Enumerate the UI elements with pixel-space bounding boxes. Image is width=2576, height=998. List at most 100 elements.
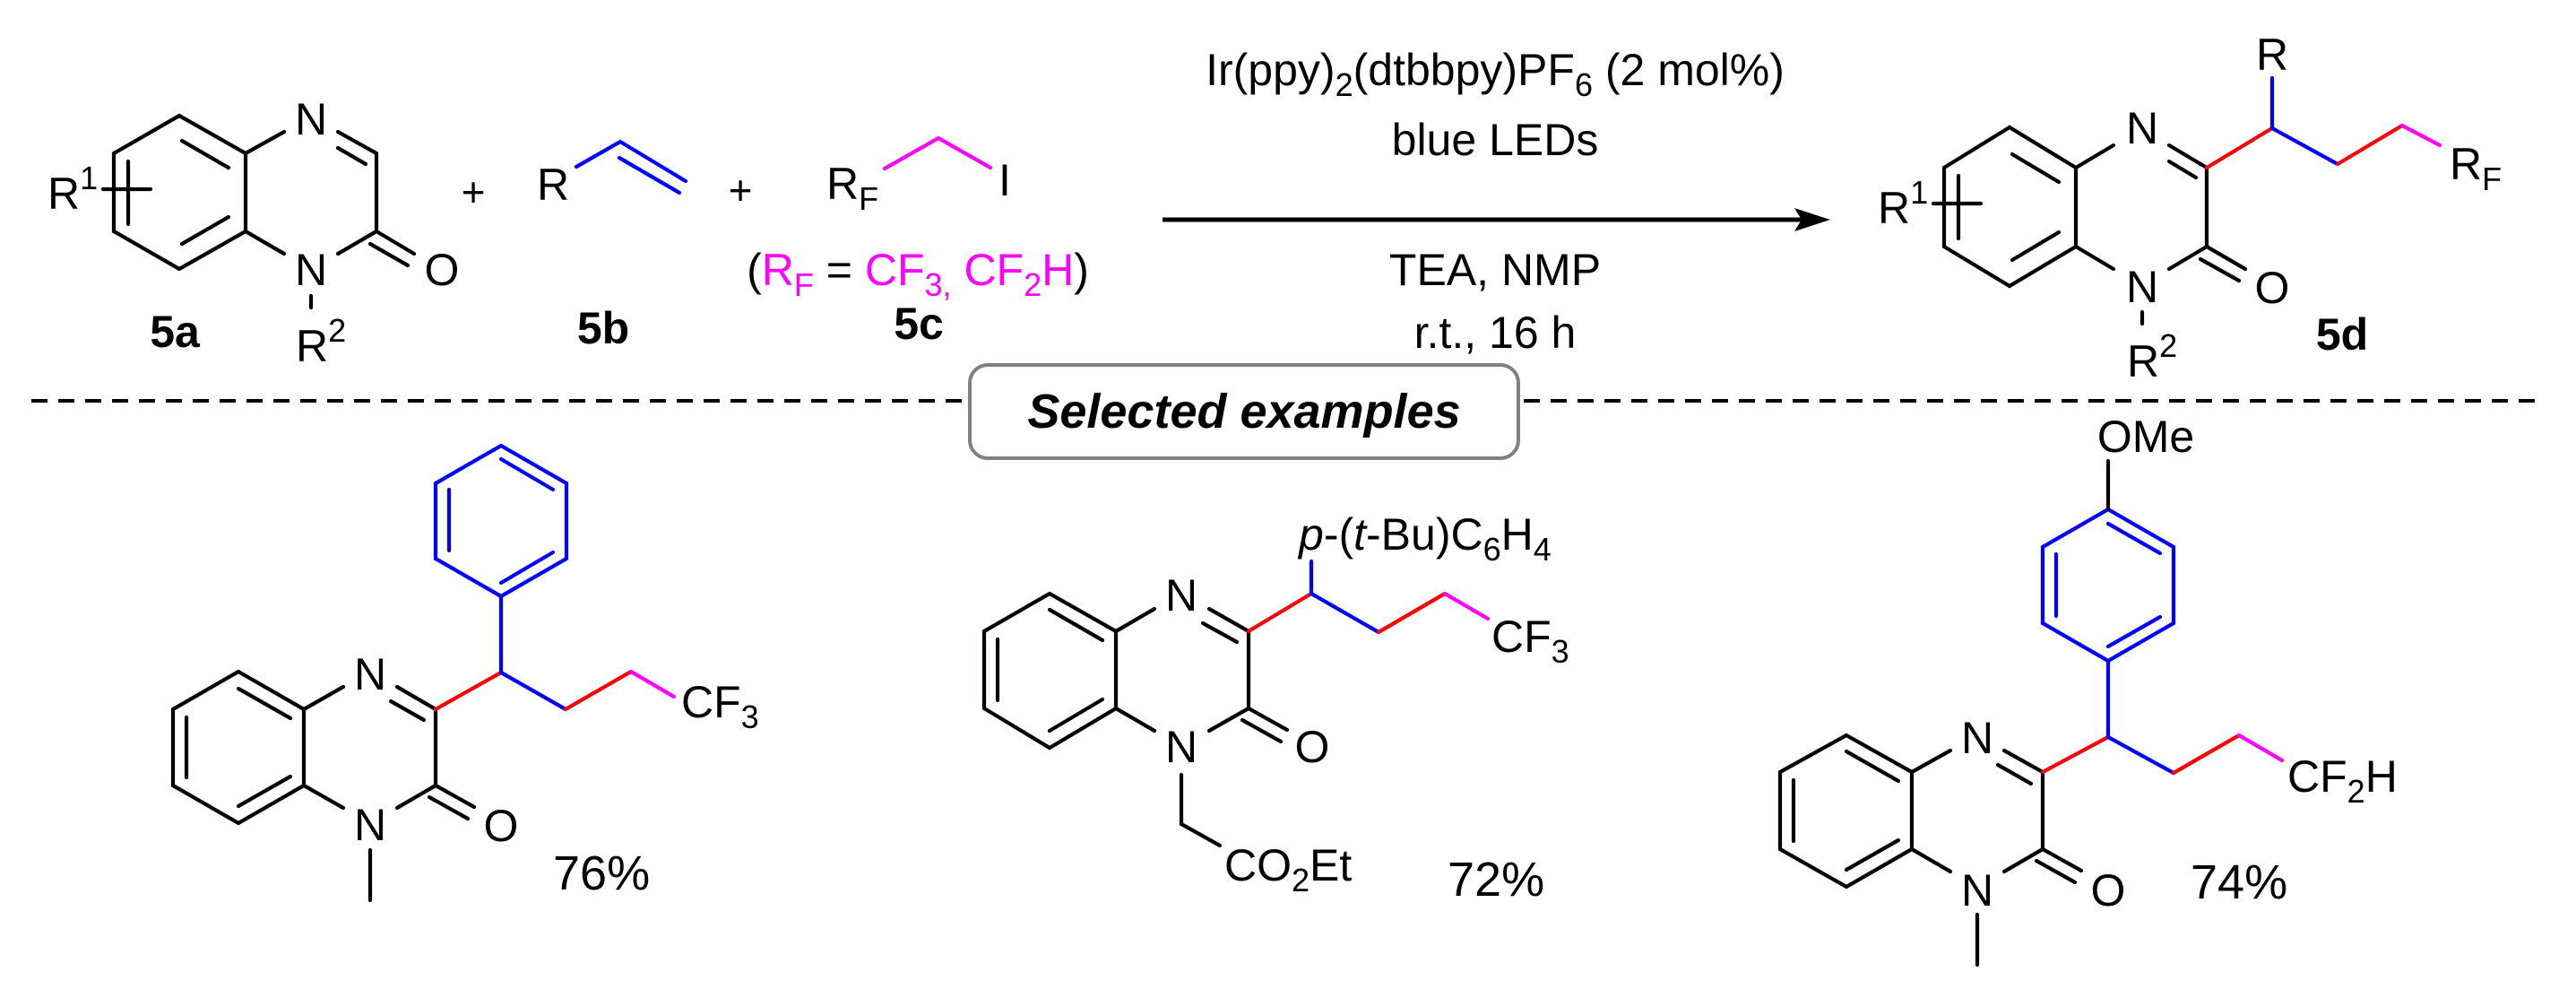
fluoroalkyl-bond bbox=[628, 669, 677, 699]
bond bbox=[1113, 706, 1157, 733]
double-bond-inner bbox=[2105, 521, 2163, 556]
example-1: N N O CF3 76% bbox=[170, 443, 759, 903]
fluoroalkyl-bond bbox=[1442, 591, 1491, 621]
example-3: N N O OMe CF2H 74% bbox=[1777, 412, 2398, 968]
double-bond-inner bbox=[498, 550, 556, 586]
double-bond-inner bbox=[2166, 159, 2199, 180]
atom-o: O bbox=[425, 245, 460, 295]
yield-74: 74% bbox=[2191, 855, 2287, 909]
new-c-c-bond bbox=[2335, 123, 2405, 167]
carbonyl-bond bbox=[374, 229, 417, 256]
bond bbox=[243, 229, 287, 256]
double-bond-inner bbox=[1200, 620, 1240, 645]
reaction-arrow-group: Ir(ppy)2(dtbbpy)PF6 (2 mol%) blue LEDs T… bbox=[1163, 45, 1830, 358]
bond bbox=[2073, 143, 2116, 170]
new-c-c-bond bbox=[563, 669, 634, 712]
trifluoromethyl-group: CF3 bbox=[681, 677, 759, 735]
bond bbox=[2166, 143, 2209, 170]
carbonyl-bond bbox=[2034, 858, 2078, 885]
carbonyl-bond bbox=[433, 783, 477, 810]
bond bbox=[1113, 606, 1157, 634]
reactant-5c: RF I (RF = CF3, CF2H) 5c bbox=[747, 135, 1089, 349]
double-bond-inner bbox=[236, 774, 293, 809]
compound-label-5a: 5a bbox=[150, 307, 201, 357]
atom-n4: N bbox=[295, 94, 327, 144]
alkene-derived-bond bbox=[2269, 126, 2340, 167]
bond bbox=[2073, 244, 2116, 272]
atom-n1: N bbox=[2126, 262, 2158, 312]
benzo-ring bbox=[1777, 733, 1915, 890]
side-r-group: R bbox=[2256, 30, 2288, 80]
bond bbox=[335, 129, 379, 156]
carbonyl-bond bbox=[1246, 706, 1290, 733]
phenyl-ring bbox=[433, 443, 569, 599]
carbonyl-bond bbox=[2204, 244, 2248, 272]
catalyst-text: Ir(ppy)2(dtbbpy)PF6 (2 mol%) bbox=[1206, 45, 1785, 103]
double-bond-inner bbox=[1047, 697, 1105, 733]
bond bbox=[243, 129, 287, 156]
double-bond-inner bbox=[179, 214, 231, 247]
double-bond-inner bbox=[1844, 837, 1901, 872]
aryl-label: p-(t-Bu)C6H4 bbox=[1297, 509, 1552, 568]
atom-n4: N bbox=[1165, 570, 1197, 620]
carbonyl-bond bbox=[2198, 256, 2242, 283]
double-bond-inner bbox=[388, 699, 427, 723]
atom-n4: N bbox=[354, 649, 386, 699]
temperature-time-text: r.t., 16 h bbox=[1414, 308, 1577, 358]
atom-o: O bbox=[2091, 865, 2126, 916]
bond bbox=[394, 684, 438, 712]
bond bbox=[301, 684, 346, 712]
atom-n1: N bbox=[295, 245, 327, 295]
benzo-ring bbox=[981, 591, 1119, 751]
methoxy-group: OMe bbox=[2097, 412, 2194, 462]
double-bond-inner bbox=[179, 138, 231, 170]
fluoroalkyl-group: RF bbox=[2450, 139, 2502, 197]
double-bond-inner bbox=[2010, 152, 2062, 185]
atom-o: O bbox=[2255, 263, 2290, 313]
iodide: I bbox=[998, 155, 1011, 205]
double-bond-inner bbox=[2105, 614, 2163, 649]
new-c-c-bond bbox=[2204, 126, 2275, 170]
bond bbox=[1206, 706, 1251, 733]
alkene-derived-bond bbox=[2105, 734, 2176, 776]
double-bond-inner bbox=[335, 145, 368, 167]
benzo-ring bbox=[111, 113, 248, 272]
bond bbox=[2001, 846, 2045, 874]
double-bond-inner bbox=[2010, 230, 2062, 263]
n-ch2-bond bbox=[1179, 772, 1223, 848]
benzo-ring bbox=[170, 669, 307, 826]
double-bond-inner bbox=[1995, 762, 2034, 786]
fluoroalkyl-bond bbox=[2236, 733, 2285, 763]
plus-sign: + bbox=[729, 167, 753, 213]
selected-examples-box bbox=[968, 363, 1520, 460]
bond bbox=[394, 783, 438, 811]
alkene-derived-bond bbox=[498, 670, 568, 712]
bond bbox=[1909, 846, 1953, 874]
reagents-text: TEA, NMP bbox=[1389, 245, 1601, 295]
alkene-derived-bond bbox=[1309, 591, 1381, 635]
reactant-5b: R 5b bbox=[537, 139, 688, 353]
atom-n4: N bbox=[1961, 713, 1993, 763]
compound-label-5c: 5c bbox=[894, 299, 944, 349]
vinyl-bond bbox=[574, 139, 688, 184]
new-c-c-bond bbox=[433, 670, 504, 712]
double-bond-inner bbox=[498, 456, 556, 492]
plus-sign: + bbox=[462, 169, 486, 215]
atom-n1: N bbox=[1165, 722, 1197, 772]
product-5d: N N O R RF R1 R2 5d bbox=[1878, 30, 2502, 386]
benzo-ring bbox=[1941, 125, 2079, 289]
yield-76: 76% bbox=[553, 846, 650, 900]
rf-definition: (RF = CF3, CF2H) bbox=[747, 245, 1089, 303]
bond bbox=[2001, 748, 2045, 775]
atom-n1: N bbox=[354, 800, 386, 850]
atom-o: O bbox=[1295, 722, 1330, 772]
carbonyl-bond bbox=[2040, 846, 2084, 873]
substituent-r1: R1 bbox=[48, 160, 98, 219]
arrow-head-icon bbox=[1794, 208, 1830, 231]
double-bond-inner bbox=[1047, 607, 1105, 643]
difluoromethyl-group: CF2H bbox=[2287, 751, 2398, 810]
fluoroalkyl-group: RF bbox=[826, 159, 878, 217]
ethyl-bond bbox=[882, 135, 993, 171]
trifluoromethyl-group: CF3 bbox=[1491, 612, 1569, 670]
